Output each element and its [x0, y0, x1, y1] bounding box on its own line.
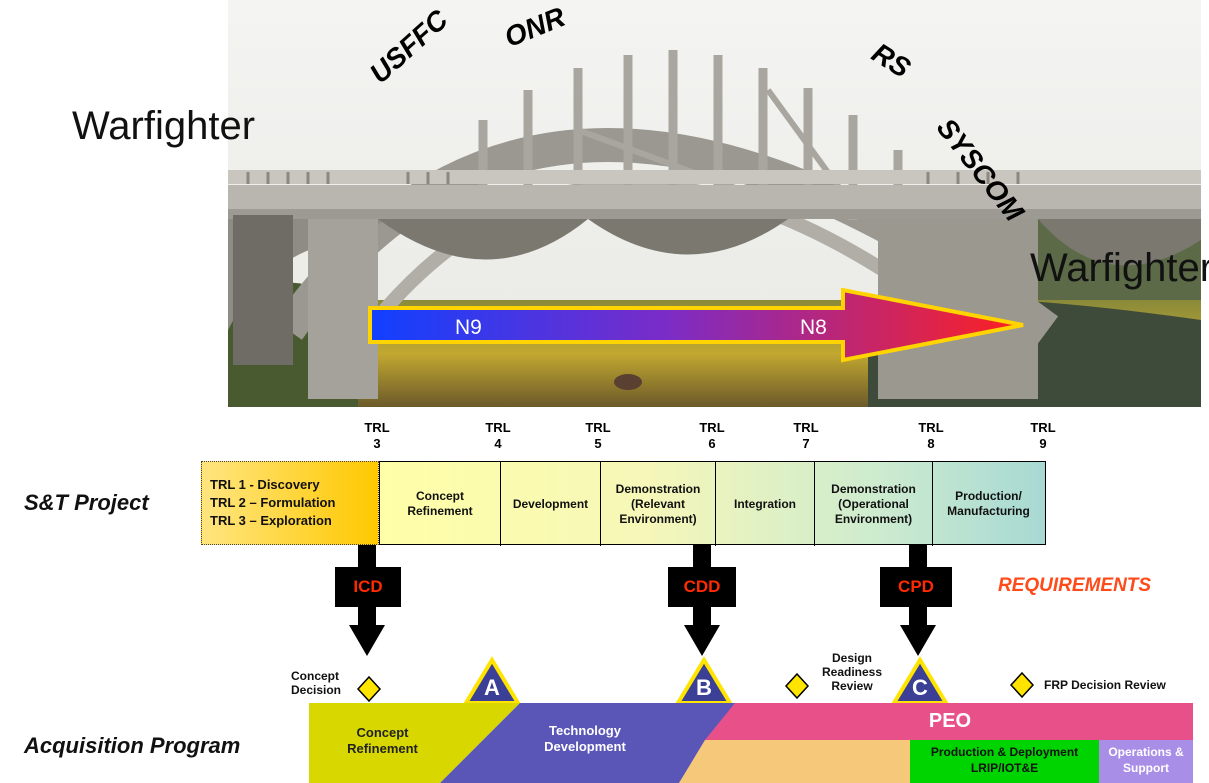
stage-concept-refinement: Concept Refinement: [380, 462, 501, 546]
cdd-label: CDD: [683, 577, 721, 596]
cdd-box: [668, 567, 736, 607]
milestone-b-label: B: [696, 675, 712, 700]
icd-arrow-head: [349, 625, 385, 656]
orange-bar: [679, 740, 910, 783]
warfighter-right-label: Warfighter: [1030, 246, 1209, 290]
concept-decision-diamond: [356, 675, 382, 703]
design-readiness-diamond: [784, 672, 810, 700]
icd-label: ICD: [353, 577, 383, 596]
milestone-a-label: A: [484, 675, 500, 700]
peo-bar: [705, 703, 1193, 740]
operations-support-label: Operations & Support: [1108, 745, 1184, 775]
stage-production-manufacturing: Production/ Manufacturing: [947, 489, 1030, 518]
cpd-arrow-head: [900, 625, 936, 656]
trl2-formulation: TRL 2 – Formulation: [210, 495, 336, 510]
design-readiness-label: Design Readiness Review: [822, 651, 883, 693]
stage-demo-relevant: Demonstration (Relevant Environment): [601, 462, 716, 546]
cdd-arrow-head: [684, 625, 720, 656]
operations-support-bar: [1099, 740, 1193, 783]
warfighter-left-label: Warfighter: [72, 104, 256, 148]
stage-demo-operational: Demonstration (Operational Environment): [815, 462, 933, 546]
bridge-photo: [228, 0, 1201, 407]
n9-label: N9: [455, 316, 482, 339]
cpd-label: CPD: [898, 577, 934, 596]
production-deployment-label: Production & Deployment LRIP/IOT&E: [910, 744, 1099, 776]
trl1-discovery: TRL 1 - Discovery: [210, 477, 320, 492]
concept-refinement-bar: [309, 703, 520, 783]
lrip-text: LRIP/IOT&E: [970, 761, 1039, 775]
trl3-exploration: TRL 3 – Exploration: [210, 513, 332, 528]
early-trl-box: TRL 1 - Discovery TRL 2 – Formulation TR…: [201, 461, 379, 545]
stage-development: Development: [501, 462, 601, 546]
peo-label: PEO: [928, 710, 972, 732]
n8-label: N8: [800, 316, 827, 339]
acq-technology-development-label: Technology Development: [544, 723, 626, 754]
n9-to-n8-arrow: [368, 287, 1024, 363]
acquisition-program-label: Acquisition Program: [24, 733, 241, 758]
acq-concept-refinement-label: Concept Refinement: [347, 725, 418, 756]
icd-box: [335, 567, 401, 607]
stage-integration: Integration: [716, 462, 815, 546]
frp-decision-label: FRP Decision Review: [1044, 678, 1166, 692]
technology-development-bar: [440, 703, 735, 783]
production-deployment-bar: [910, 740, 1099, 783]
cpd-box: [880, 567, 952, 607]
frp-diamond: [1009, 671, 1035, 699]
st-project-label: S&T Project: [24, 490, 149, 515]
requirements-label: REQUIREMENTS: [998, 575, 1152, 596]
icd-arrow-stem-top: [358, 545, 376, 567]
milestone-c-label: C: [912, 675, 928, 700]
concept-decision-label: Concept Decision: [291, 669, 342, 697]
st-stages-bar: Concept Refinement Development Demonstra…: [379, 461, 1046, 546]
production-deployment-text: Production & Deployment: [930, 745, 1079, 759]
